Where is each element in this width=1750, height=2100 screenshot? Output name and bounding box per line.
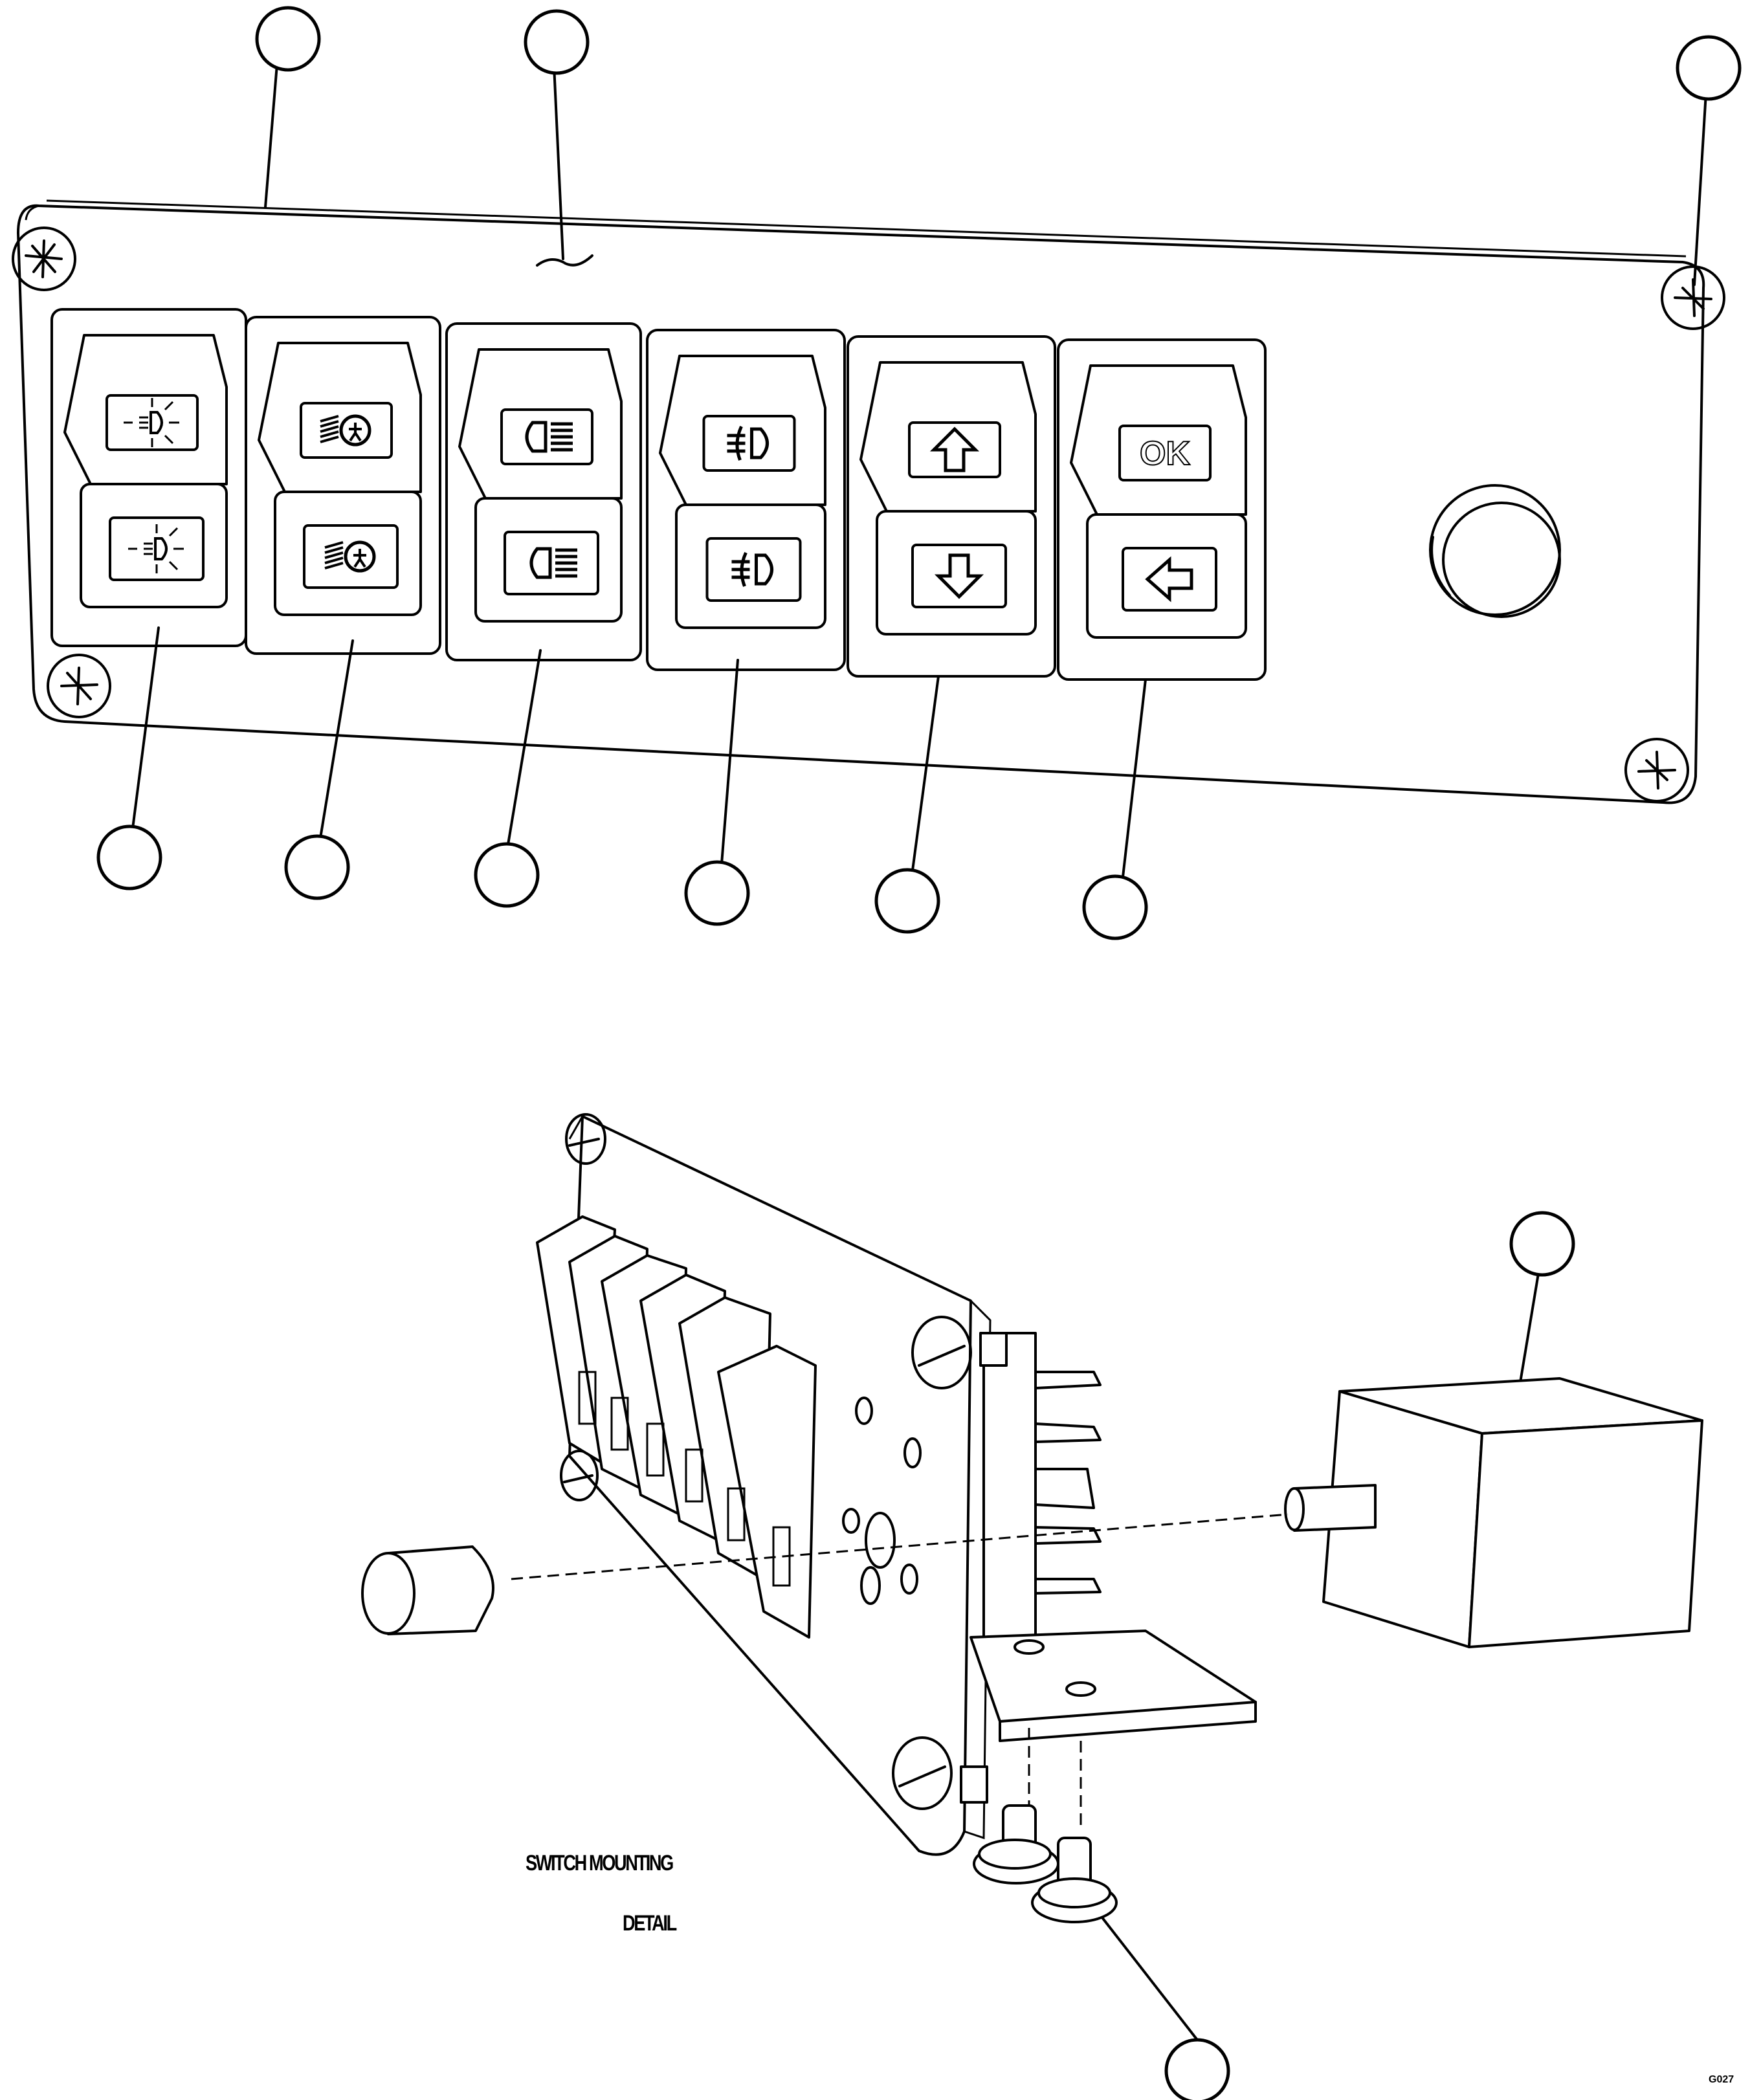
screw-icon [565,1113,606,1165]
ok-label: OK [1140,435,1190,472]
rocker-switch-ok-back[interactable]: OK [1057,338,1267,681]
mounting-bolt [973,1728,1118,1923]
callout-balloon [1509,1211,1575,1277]
callout-balloon [1164,2038,1230,2100]
rocker-switch-up-down[interactable] [847,335,1056,678]
mounting-detail [361,1113,1703,1923]
callout-balloon [1082,874,1148,940]
panel-holes [842,1397,922,1605]
rotary-knob [1429,484,1561,618]
rocker-switch-hazard-operator[interactable] [245,316,441,655]
work-light-icon [124,398,179,447]
rocker-switch-headlights[interactable] [445,322,642,661]
headlight-icon [525,421,573,453]
screw-icon [892,1736,953,1810]
arrow-down-icon [934,553,984,599]
callout-balloon [96,824,162,890]
callout-balloon [524,9,590,75]
rocker-switch-fog-lights[interactable] [646,329,846,671]
switch-panel [12,199,1725,804]
switch-module-block [1284,1377,1703,1648]
caption-line-2: DETAIL [623,1911,677,1936]
operator-light-icon [320,414,371,447]
knob-cap [361,1545,494,1635]
operator-light-icon [324,540,376,573]
callout-balloon [874,868,940,934]
callout-balloon [1676,35,1742,101]
fog-light-icon [727,425,769,461]
work-light-icon [128,524,184,573]
fog-light-icon [731,551,773,587]
screw-icon [911,1316,972,1389]
screw-icon [12,227,76,291]
callout-balloon [284,834,350,900]
screw-icon [560,1450,599,1501]
mounting-bracket [969,1630,1257,1742]
angled-switch-stack [536,1215,817,1639]
callout-balloon [255,6,321,72]
screw-icon [1624,738,1689,802]
headlight-icon [529,547,577,579]
callout-balloon [684,860,750,926]
callout-balloons [96,6,1742,2100]
callout-balloon [474,842,540,908]
arrow-up-icon [929,426,980,472]
screw-icon [47,654,111,718]
switch-terminals [960,1332,1102,1804]
arrow-left-icon [1145,556,1193,602]
ok-icon: OK [1139,434,1191,473]
rocker-switch-group: OK [50,308,1267,681]
screw-icon [1661,265,1725,330]
caption-line-1: SWITCH MOUNTING [526,1851,674,1875]
drawing-number: G027 [1709,2074,1734,2085]
rocker-switch-work-lights[interactable] [50,308,247,647]
